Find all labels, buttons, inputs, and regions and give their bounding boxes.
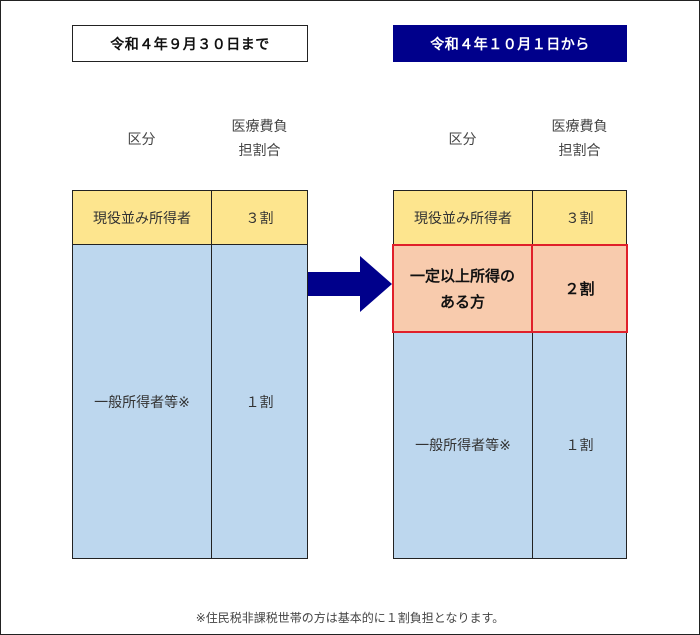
after-header-burden-line1: 医療費負 <box>551 119 608 135</box>
after-header-category: 区分 <box>448 132 477 148</box>
after-row-general-ratio: １割 <box>532 331 627 559</box>
before-header-category: 区分 <box>127 132 156 148</box>
after-row-general-category: 一般所得者等※ <box>393 331 533 559</box>
before-header-burden: 医療費負 担割合 <box>211 115 308 163</box>
before-row-general-category: 一般所得者等※ <box>72 244 212 559</box>
before-row-general-ratio: １割 <box>211 244 308 559</box>
right-arrow-icon <box>308 256 392 312</box>
after-row-new-20pct-ratio: ２割 <box>531 244 628 333</box>
before-header-burden-line2: 担割合 <box>238 143 281 159</box>
before-period-label: 令和４年９月３０日まで <box>72 25 308 62</box>
after-row-high-income-ratio: ３割 <box>532 190 627 245</box>
after-row-new-20pct-category-line1: 一定以上所得の <box>409 266 515 285</box>
before-row-high-income-category: 現役並み所得者 <box>72 190 212 245</box>
after-header-burden-line2: 担割合 <box>558 143 601 159</box>
after-header-burden: 医療費負 担割合 <box>532 115 627 163</box>
footnote: ※住民税非課税世帯の方は基本的に１割負担となります。 <box>195 611 505 625</box>
before-header-burden-line1: 医療費負 <box>231 119 288 135</box>
before-row-high-income-ratio: ３割 <box>211 190 308 245</box>
after-row-new-20pct-category-line2: ある方 <box>439 292 485 311</box>
after-row-high-income-category: 現役並み所得者 <box>393 190 533 245</box>
after-row-new-20pct-category: 一定以上所得の ある方 <box>392 244 533 333</box>
after-period-label: 令和４年１０月１日から <box>393 25 627 62</box>
